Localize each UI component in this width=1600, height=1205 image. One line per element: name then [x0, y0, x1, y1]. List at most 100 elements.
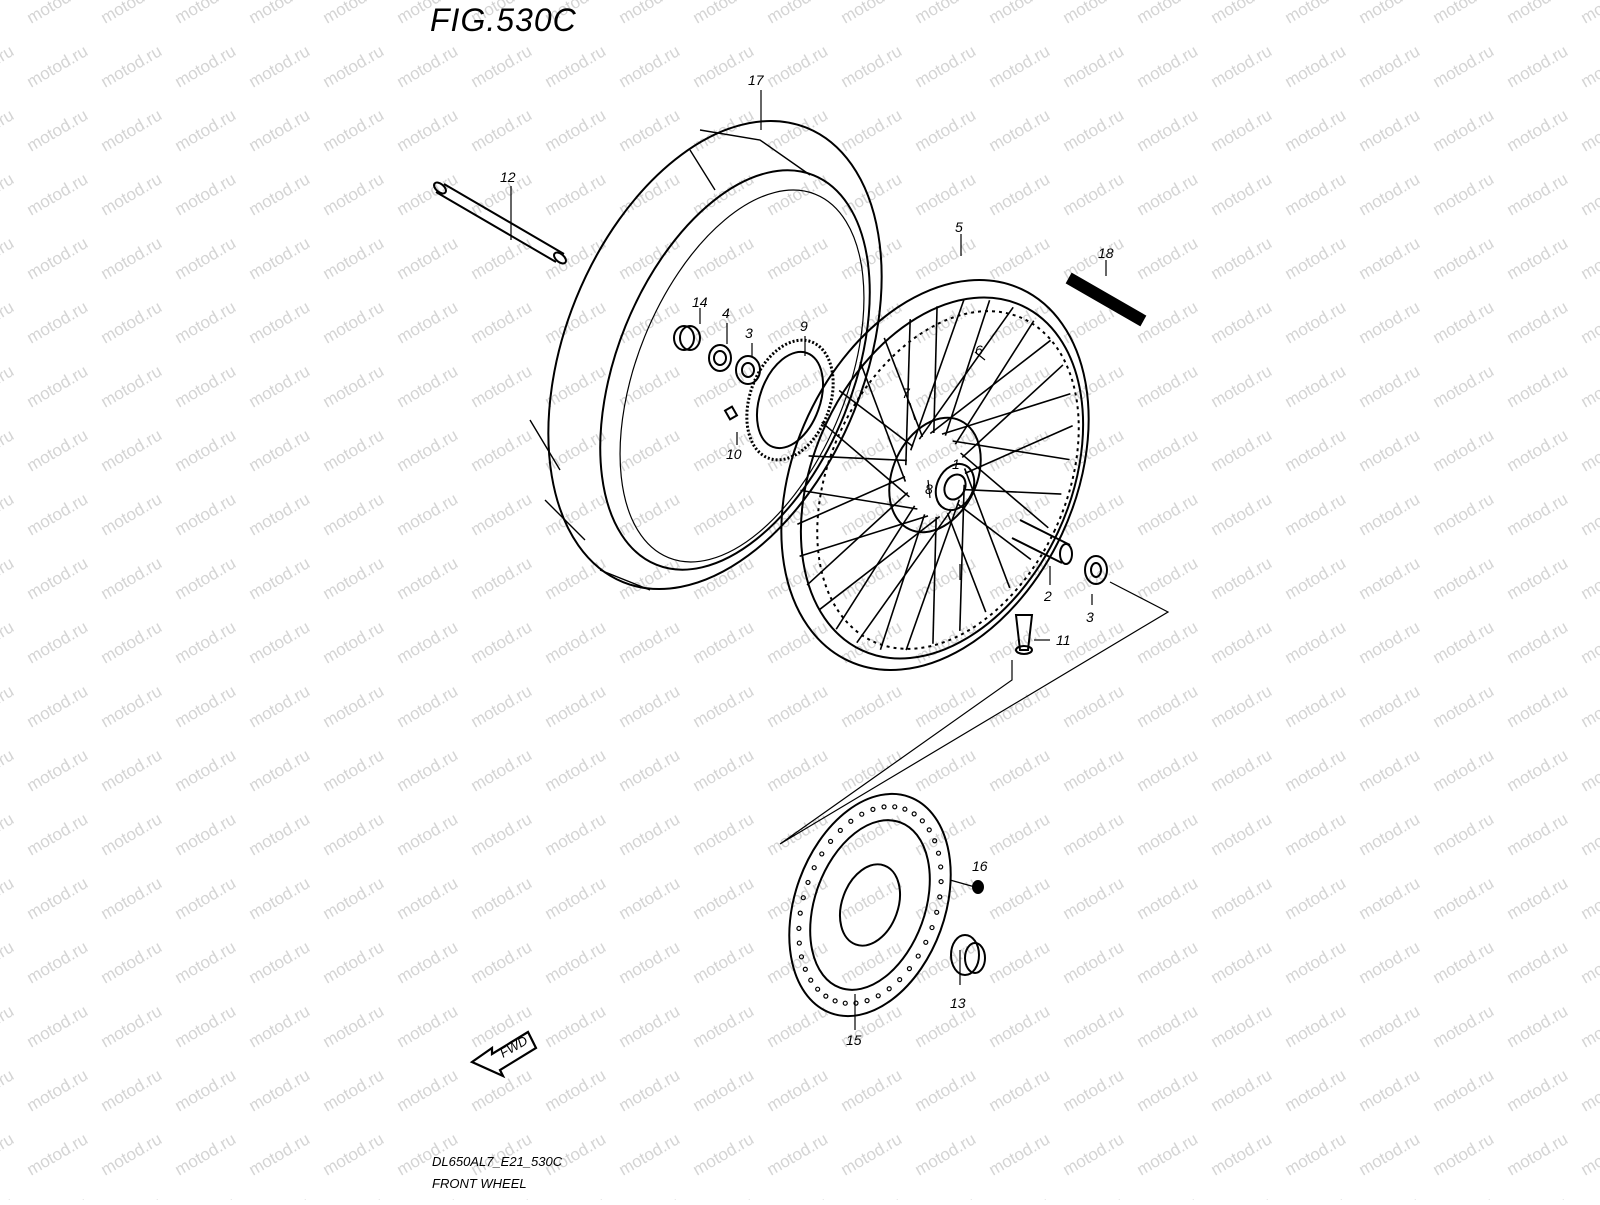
watermark-text: motod.ru	[394, 553, 462, 603]
watermark-text: motod.ru	[616, 1065, 684, 1115]
disc-hole	[882, 805, 886, 809]
watermark-text: motod.ru	[172, 809, 240, 859]
disc-hole	[920, 819, 924, 823]
watermark-text: motod.ru	[1282, 1065, 1350, 1115]
watermark-text: motod.ru	[320, 361, 388, 411]
disc-hole	[893, 805, 897, 809]
watermark-text: motod.ru	[912, 1001, 980, 1051]
watermark-text: motod.ru	[1430, 233, 1498, 283]
watermark-text: motod.ru	[986, 809, 1054, 859]
watermark-text: motod.ru	[24, 1193, 92, 1200]
watermark-text: motod.ru	[1430, 1129, 1498, 1179]
watermark-text: motod.ru	[320, 489, 388, 539]
watermark-text: motod.ru	[1208, 1001, 1276, 1051]
watermark-text: motod.ru	[1430, 617, 1498, 667]
disc-hole	[916, 954, 920, 958]
watermark-text: motod.ru	[764, 169, 832, 219]
watermark-text: motod.ru	[1504, 1193, 1572, 1200]
watermark-text: motod.ru	[0, 937, 17, 987]
watermark-text: motod.ru	[246, 681, 314, 731]
watermark-text: motod.ru	[1282, 1001, 1350, 1051]
watermark-text: motod.ru	[1504, 233, 1572, 283]
watermark-text: motod.ru	[1282, 809, 1350, 859]
watermark-text: motod.ru	[542, 745, 610, 795]
watermark-text: motod.ru	[0, 1001, 17, 1051]
watermark-text: motod.ru	[1282, 297, 1350, 347]
watermark-text: motod.ru	[1578, 105, 1600, 155]
disc-hole	[865, 999, 869, 1003]
watermark-text: motod.ru	[1430, 1001, 1498, 1051]
watermark-text: motod.ru	[320, 1065, 388, 1115]
watermark-text: motod.ru	[1504, 553, 1572, 603]
watermark-text: motod.ru	[1430, 169, 1498, 219]
watermark-text: motod.ru	[1356, 1193, 1424, 1200]
disc-hole	[937, 851, 941, 855]
watermark-text: motod.ru	[1282, 105, 1350, 155]
figure-name: FRONT WHEEL	[432, 1176, 527, 1191]
watermark-text: motod.ru	[838, 809, 906, 859]
watermark-text: motod.ru	[468, 809, 536, 859]
callout-5: 5	[955, 219, 963, 235]
watermark-text: motod.ru	[320, 0, 388, 27]
watermark-text: motod.ru	[986, 0, 1054, 27]
callout-3b: 3	[1086, 609, 1094, 625]
watermark-text: motod.ru	[394, 489, 462, 539]
watermark-text: motod.ru	[468, 681, 536, 731]
watermark-text: motod.ru	[1208, 745, 1276, 795]
watermark-text: motod.ru	[172, 297, 240, 347]
callout-2: 2	[1043, 588, 1052, 604]
watermark-text: motod.ru	[24, 809, 92, 859]
watermark-text: motod.ru	[468, 553, 536, 603]
wheel-spokes	[797, 300, 1072, 650]
watermark-text: motod.ru	[1578, 937, 1600, 987]
disc-bolt	[973, 881, 983, 893]
watermark-text: motod.ru	[690, 1065, 758, 1115]
watermark-text: motod.ru	[1282, 361, 1350, 411]
watermark-text: motod.ru	[394, 1065, 462, 1115]
sensor-screw	[725, 407, 737, 420]
watermark-text: motod.ru	[690, 937, 758, 987]
watermark-text: motod.ru	[1504, 617, 1572, 667]
watermark-text: motod.ru	[912, 1065, 980, 1115]
watermark-text: motod.ru	[616, 1001, 684, 1051]
watermark-text: motod.ru	[912, 617, 980, 667]
watermark-text: motod.ru	[24, 0, 92, 27]
watermark-text: motod.ru	[690, 809, 758, 859]
watermark-text: motod.ru	[542, 169, 610, 219]
watermark-text: motod.ru	[838, 1193, 906, 1200]
watermark-text: motod.ru	[1578, 41, 1600, 91]
disc-hole	[798, 911, 802, 915]
watermark-text: motod.ru	[98, 297, 166, 347]
callout-12: 12	[500, 169, 516, 185]
watermark-text: motod.ru	[98, 1193, 166, 1200]
watermark-text: motod.ru	[24, 745, 92, 795]
watermark-text: motod.ru	[616, 1129, 684, 1179]
watermark-text: motod.ru	[1208, 41, 1276, 91]
watermark-text: motod.ru	[1430, 745, 1498, 795]
watermark-text: motod.ru	[1208, 1129, 1276, 1179]
watermark-text: motod.ru	[172, 681, 240, 731]
watermark-text: motod.ru	[172, 361, 240, 411]
watermark-text: motod.ru	[764, 1193, 832, 1200]
watermark-text: motod.ru	[246, 1001, 314, 1051]
watermark-text: motod.ru	[1430, 297, 1498, 347]
watermark-text: motod.ru	[1134, 105, 1202, 155]
watermark-text: motod.ru	[98, 361, 166, 411]
watermark-text: motod.ru	[246, 873, 314, 923]
watermark-text: motod.ru	[320, 41, 388, 91]
watermark-text: motod.ru	[616, 873, 684, 923]
watermark-text: motod.ru	[0, 617, 17, 667]
watermark-text: motod.ru	[320, 1193, 388, 1200]
watermark-text: motod.ru	[1060, 1193, 1128, 1200]
watermark-text: motod.ru	[764, 1129, 832, 1179]
watermark-text: motod.ru	[1060, 41, 1128, 91]
watermark-text: motod.ru	[542, 873, 610, 923]
disc-hole	[838, 828, 842, 832]
watermark-text: motod.ru	[246, 105, 314, 155]
watermark-text: motod.ru	[98, 873, 166, 923]
watermark-text: motod.ru	[1578, 617, 1600, 667]
watermark-text: motod.ru	[690, 681, 758, 731]
leader-lines	[511, 90, 1168, 1030]
watermark-text: motod.ru	[98, 1129, 166, 1179]
